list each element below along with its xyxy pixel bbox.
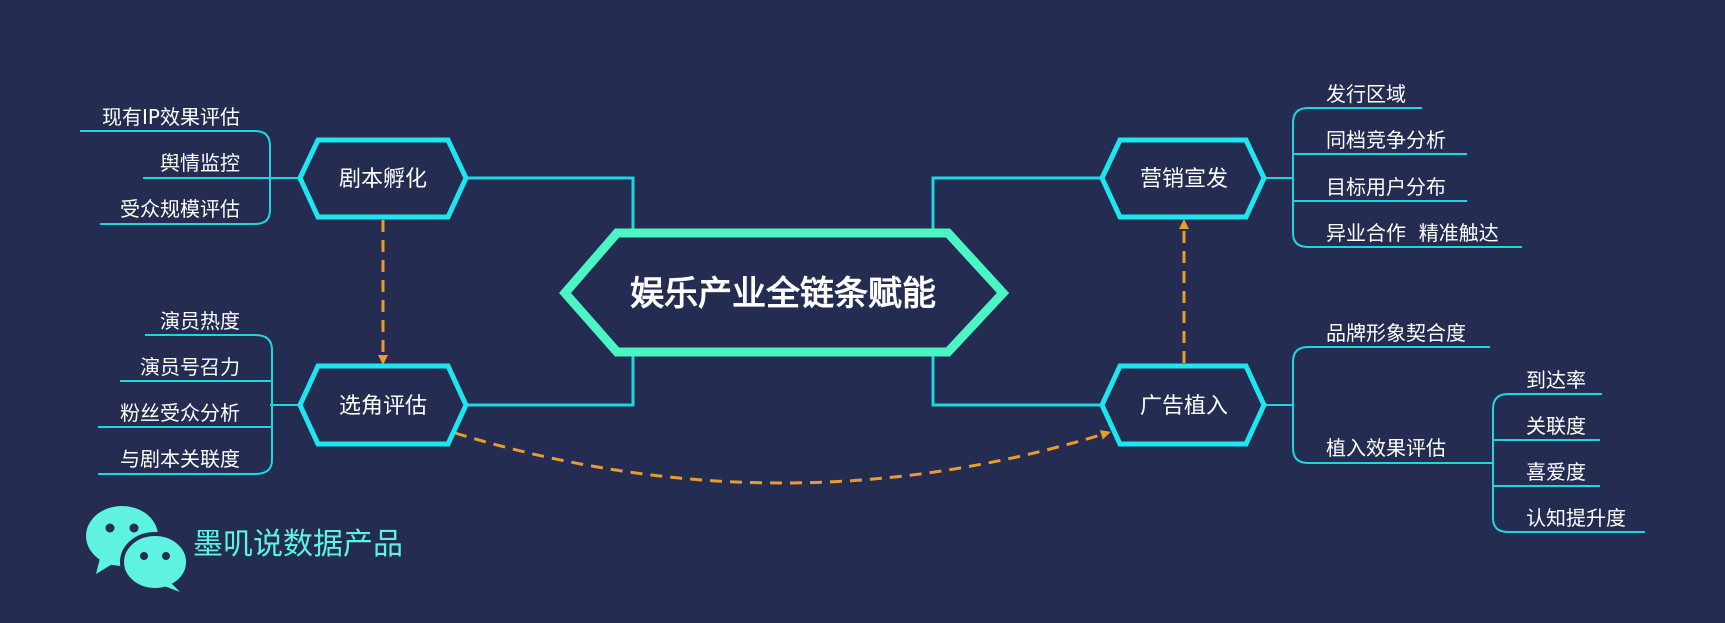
casting-branch: 演员热度 演员号召力 粉丝受众分析 与剧本关联度	[98, 309, 300, 475]
leaf-casting-4: 与剧本关联度	[120, 447, 240, 471]
node-script: 剧本孵化	[297, 137, 469, 220]
node-ad: 广告植入	[1099, 363, 1267, 447]
node-casting-label: 选角评估	[339, 394, 427, 419]
leaf-marketing-4: 异业合作 精准触达	[1326, 221, 1499, 245]
node-ad-label: 广告植入	[1140, 394, 1228, 419]
node-script-label: 剧本孵化	[339, 167, 427, 192]
leaf-ad-effect-4: 认知提升度	[1526, 506, 1626, 530]
connector-casting	[465, 356, 635, 407]
brand-label: 墨叽说数据产品	[193, 527, 403, 562]
leaf-ad-effect-3: 喜爱度	[1526, 460, 1586, 484]
connector-script	[465, 176, 635, 230]
node-marketing: 营销宣发	[1099, 137, 1267, 220]
wechat-icon	[86, 506, 190, 592]
leaf-marketing-2: 同档竞争分析	[1326, 128, 1446, 152]
leaf-script-2: 舆情监控	[160, 151, 240, 175]
connector-ad	[931, 356, 1103, 407]
marketing-branch: 发行区域 同档竞争分析 目标用户分布 异业合作 精准触达	[1263, 82, 1522, 248]
center-node: 娱乐产业全链条赋能	[559, 228, 1010, 357]
center-title: 娱乐产业全链条赋能	[630, 274, 936, 314]
leaf-casting-3: 粉丝受众分析	[120, 401, 240, 425]
brand: 墨叽说数据产品	[86, 506, 403, 592]
center-connectors	[465, 176, 1103, 407]
leaf-script-3: 受众规模评估	[120, 197, 240, 221]
leaf-casting-1: 演员热度	[160, 309, 240, 333]
leaf-script-1: 现有IP效果评估	[102, 105, 240, 129]
leaf-marketing-3: 目标用户分布	[1326, 175, 1446, 199]
relation-arrows	[378, 219, 1189, 485]
connector-marketing	[931, 176, 1103, 230]
ad-branch: 品牌形象契合度 植入效果评估 到达率 关联度 喜爱度 认知提升度	[1263, 321, 1645, 533]
node-casting: 选角评估	[297, 363, 469, 447]
leaf-ad-2: 植入效果评估	[1326, 436, 1446, 460]
leaf-casting-2: 演员号召力	[140, 355, 240, 379]
script-branch: 现有IP效果评估 舆情监控 受众规模评估	[80, 105, 300, 225]
leaf-marketing-1: 发行区域	[1326, 82, 1406, 106]
leaf-ad-1: 品牌形象契合度	[1326, 321, 1466, 345]
arrow-casting-to-ad	[454, 429, 1111, 485]
leaf-ad-effect-2: 关联度	[1526, 414, 1586, 438]
leaf-ad-effect-1: 到达率	[1526, 368, 1586, 392]
node-marketing-label: 营销宣发	[1140, 167, 1228, 192]
